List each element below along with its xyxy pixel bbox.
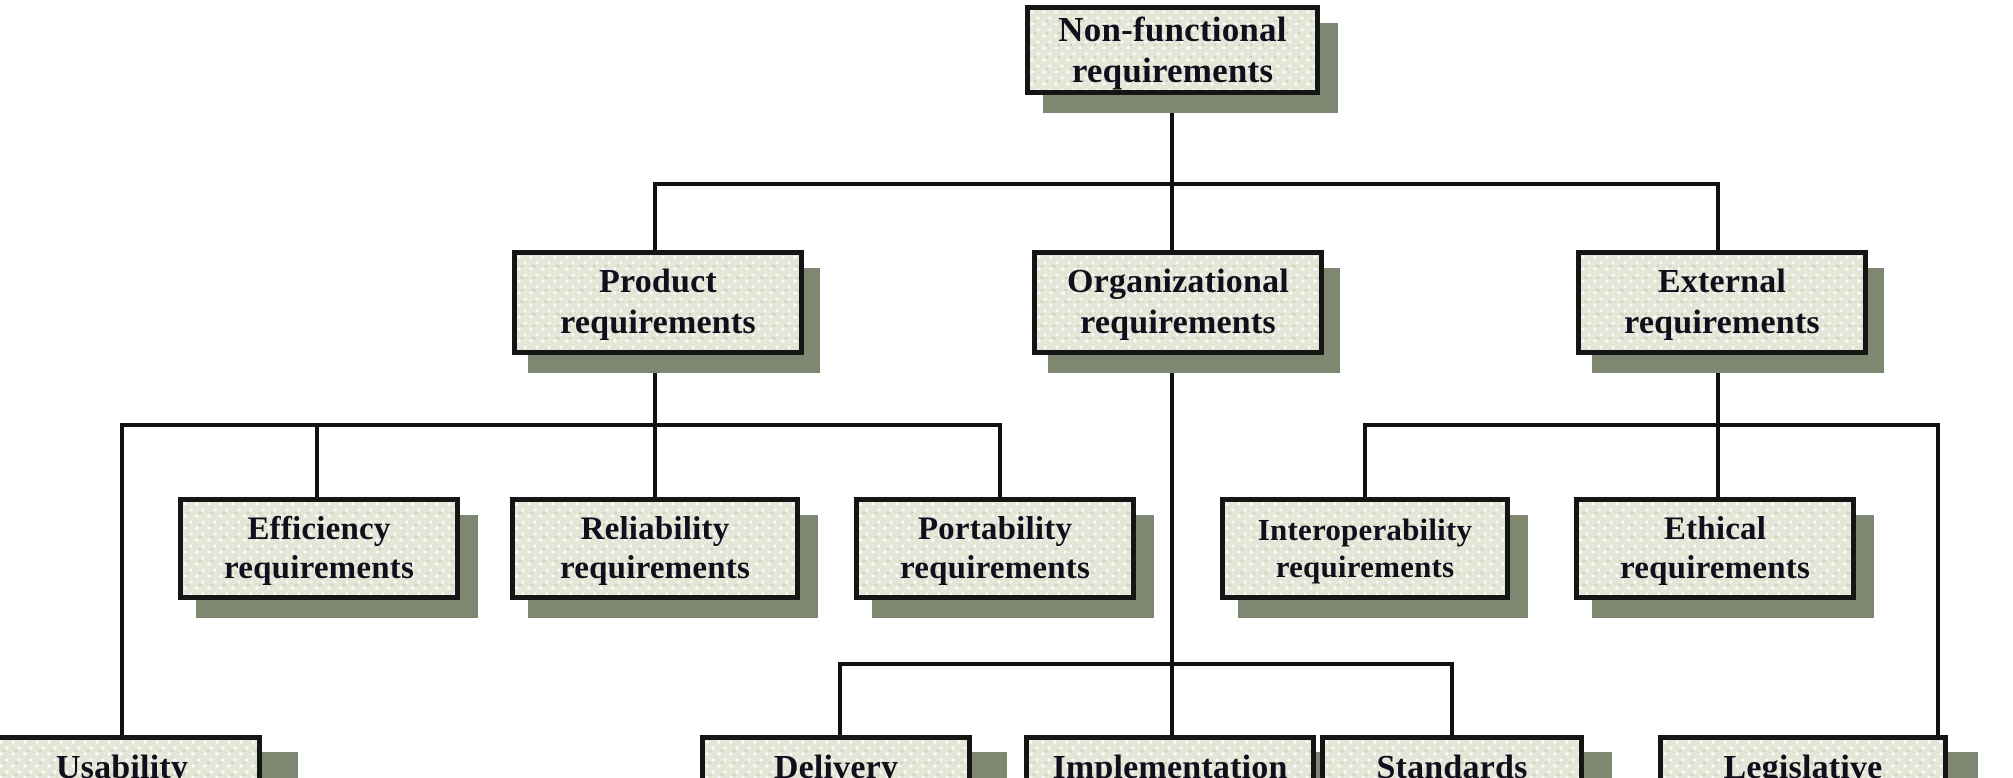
connector-organizational-bus bbox=[838, 662, 1454, 666]
node-label-line1: Organizational bbox=[1067, 263, 1289, 301]
connector-to-delivery bbox=[838, 662, 842, 735]
connector-to-efficiency bbox=[315, 423, 319, 499]
node-interoperability-requirements[interactable]: Interoperability requirements bbox=[1220, 497, 1510, 600]
connector-to-legislative bbox=[1936, 423, 1940, 735]
node-label-line2: requirements bbox=[1080, 303, 1276, 341]
connector-external-stem bbox=[1716, 355, 1720, 427]
node-reliability-requirements[interactable]: Reliability requirements bbox=[510, 497, 800, 600]
connector-to-implementation bbox=[1170, 662, 1174, 735]
node-implementation[interactable]: Implementation bbox=[1024, 735, 1316, 778]
node-label-line2: requirements bbox=[1624, 303, 1820, 341]
node-standards[interactable]: Standards bbox=[1320, 735, 1584, 778]
connector-to-interoperability bbox=[1363, 423, 1367, 499]
node-portability-requirements[interactable]: Portability requirements bbox=[854, 497, 1136, 600]
node-label-line1: Usability bbox=[55, 749, 189, 778]
connector-to-product bbox=[653, 182, 657, 252]
node-label-line1: Standards bbox=[1376, 749, 1528, 778]
connector-to-ethical bbox=[1716, 423, 1720, 499]
connector-root-stem bbox=[1170, 95, 1174, 185]
connector-organizational-stem bbox=[1170, 355, 1174, 665]
node-ethical-requirements[interactable]: Ethical requirements bbox=[1574, 497, 1856, 600]
connector-to-standards bbox=[1450, 662, 1454, 735]
node-legislative[interactable]: Legislative bbox=[1658, 735, 1948, 778]
node-product-requirements[interactable]: Product requirements bbox=[512, 250, 804, 355]
node-label-line1: Portability bbox=[917, 510, 1073, 547]
connector-external-bus bbox=[1363, 423, 1940, 427]
connector-product-stem bbox=[653, 355, 657, 427]
node-label-line2: requirements bbox=[1620, 549, 1810, 586]
node-label-line1: Reliability bbox=[580, 510, 730, 547]
node-label-line1: Legislative bbox=[1723, 749, 1883, 778]
node-label-line2: requirements bbox=[1275, 548, 1455, 584]
node-usability[interactable]: Usability bbox=[0, 735, 262, 778]
connector-to-portability bbox=[998, 423, 1002, 499]
node-label-line1: Delivery bbox=[773, 749, 899, 778]
connector-to-organizational bbox=[1170, 182, 1174, 252]
node-label-line2: requirements bbox=[560, 549, 750, 586]
node-label-line1: External bbox=[1657, 263, 1787, 301]
node-organizational-requirements[interactable]: Organizational requirements bbox=[1032, 250, 1324, 355]
connector-level2-bus bbox=[653, 182, 1720, 186]
connector-product-bus bbox=[120, 423, 1002, 427]
connector-to-external bbox=[1716, 182, 1720, 252]
node-label-line1: Product bbox=[599, 263, 717, 301]
connector-to-usability bbox=[120, 423, 124, 735]
node-external-requirements[interactable]: External requirements bbox=[1576, 250, 1868, 355]
node-label-line2: requirements bbox=[560, 303, 756, 341]
connector-to-reliability bbox=[653, 423, 657, 499]
node-label-line1: Implementation bbox=[1052, 749, 1288, 778]
node-label-line1: Ethical bbox=[1663, 510, 1767, 547]
node-efficiency-requirements[interactable]: Efficiency requirements bbox=[178, 497, 460, 600]
node-label-line1: Interoperability bbox=[1257, 511, 1473, 547]
node-label-line2: requirements bbox=[1071, 51, 1274, 90]
node-non-functional-requirements[interactable]: Non-functional requirements bbox=[1025, 5, 1320, 95]
node-delivery[interactable]: Delivery bbox=[700, 735, 972, 778]
node-label-line2: requirements bbox=[224, 549, 414, 586]
node-label-line1: Efficiency bbox=[247, 510, 391, 547]
node-label-line2: requirements bbox=[900, 549, 1090, 586]
node-label-line1: Non-functional bbox=[1058, 9, 1287, 49]
